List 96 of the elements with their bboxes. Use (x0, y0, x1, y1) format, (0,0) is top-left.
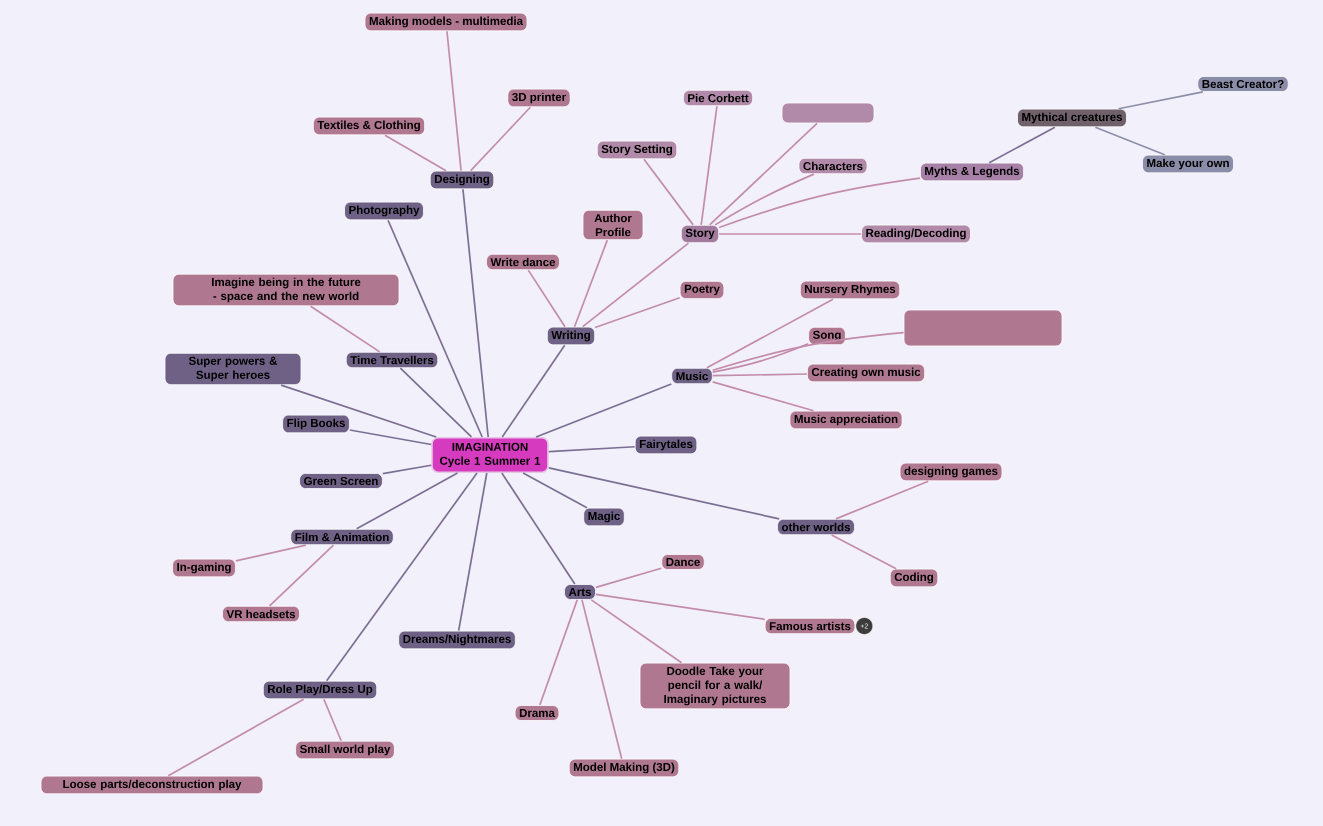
connector-line (718, 177, 921, 229)
topic-box: Photography (344, 201, 424, 221)
connector-line (355, 472, 459, 530)
connector-line (830, 534, 897, 570)
connector-line (594, 296, 681, 329)
connector-line (581, 599, 623, 760)
topic-box: Doodle Take your pencil for a walk/ Imaginary pictures (639, 662, 791, 710)
central-topic-box: IMAGINATION Cycle 1 Summer 1 (431, 436, 549, 473)
topic-box: Fairytales (634, 435, 698, 455)
connector-line (1094, 126, 1166, 156)
topic-box: Loose parts/deconstruction play (40, 775, 264, 795)
topic-box: Magic (583, 507, 625, 527)
topic-box (781, 102, 875, 124)
connector-line (547, 445, 636, 453)
connector-line (522, 472, 588, 509)
topic-box: Pie Corbett (682, 89, 754, 107)
connector-line (462, 188, 490, 438)
topic-box: Green Screen (299, 473, 383, 489)
connector-line (323, 698, 342, 742)
connector-line (988, 126, 1056, 164)
connector-line (167, 698, 305, 777)
topic-box: Writing (546, 326, 596, 346)
topic-box: Music appreciation (789, 410, 903, 430)
topic-box: Small world play (295, 740, 395, 760)
connector-line (573, 239, 609, 328)
topic-box: Dance (661, 554, 705, 570)
connector-line (595, 593, 766, 621)
topic-box: 3D printer (507, 88, 571, 108)
topic-box: Imagine being in the future - space and the new world (172, 273, 400, 307)
topic-box: Make your own (1142, 154, 1234, 174)
topic-box: Creating own music (806, 363, 926, 383)
topic-box: Film & Animation (290, 528, 394, 546)
connector-line (381, 464, 433, 475)
topic-box: Music (671, 367, 713, 385)
topic-box: Famous artists (764, 617, 856, 635)
topic-box: Designing (429, 170, 495, 190)
connector-line (643, 158, 695, 226)
topic-box: Author Profile (582, 209, 644, 241)
topic-box: Characters (798, 157, 868, 175)
connector-line (711, 331, 905, 372)
topic-box: Story Setting (596, 140, 678, 160)
connector-line (325, 472, 478, 682)
topic-box: Mythical creatures (1017, 108, 1127, 128)
topic-box: Story (680, 224, 720, 244)
connector-line (595, 567, 663, 589)
topic-box: Poetry (679, 280, 725, 300)
topic-box: Making models - multimedia (364, 12, 528, 32)
connector-line (469, 106, 532, 172)
topic-box: other worlds (777, 518, 855, 536)
connector-line (399, 367, 473, 438)
topic-box: Write dance (486, 253, 560, 271)
topic-box: Arts (564, 584, 596, 600)
connector-line (706, 298, 834, 369)
connector-line (348, 429, 433, 446)
connector-line (1117, 91, 1204, 110)
connector-line (700, 105, 718, 226)
connector-line (387, 219, 484, 438)
topic-box: designing games (899, 462, 1003, 482)
connector-line (235, 544, 307, 562)
topic-box: Myths & Legends (920, 162, 1024, 182)
connector-line (711, 381, 815, 412)
topic-box: Time Travellers (345, 351, 439, 369)
topic-box: Coding (889, 568, 939, 588)
connector-line (500, 472, 576, 585)
connector-line (309, 305, 381, 353)
connector-line (268, 544, 335, 607)
connector-line (718, 233, 862, 235)
topic-box: Reading/Decoding (861, 224, 971, 244)
connector-line (711, 342, 810, 373)
topic-box: Nursery Rhymes (799, 280, 901, 300)
connector-line (711, 373, 808, 377)
connector-line (714, 173, 815, 226)
topic-box: Model Making (3D) (568, 758, 680, 778)
topic-box: In-gaming (172, 558, 236, 578)
connector-line (446, 30, 462, 172)
connector-line (538, 599, 579, 706)
topic-box: Role Play/Dress Up (262, 680, 378, 700)
connector-line (590, 599, 683, 664)
connector-line (527, 269, 566, 328)
topic-box: Drama (514, 705, 560, 721)
connector-line (280, 384, 438, 438)
topic-box: Textiles & Clothing (312, 116, 426, 136)
topic-box: Dreams/Nightmares (398, 630, 516, 650)
topic-box: Beast Creator? (1197, 76, 1289, 92)
topic-box: Flip Books (282, 414, 350, 434)
connector-line (384, 134, 447, 172)
connector-line (547, 467, 781, 520)
connector-line (835, 480, 930, 520)
connector-line (581, 242, 690, 328)
topic-box: VR headsets (222, 605, 300, 623)
connector-line (708, 122, 818, 226)
connector-line (501, 344, 566, 438)
connector-line (535, 383, 673, 438)
topic-box (903, 309, 1063, 347)
connector-line (457, 472, 488, 632)
topic-box: Super powers & Super heroes (164, 352, 302, 386)
